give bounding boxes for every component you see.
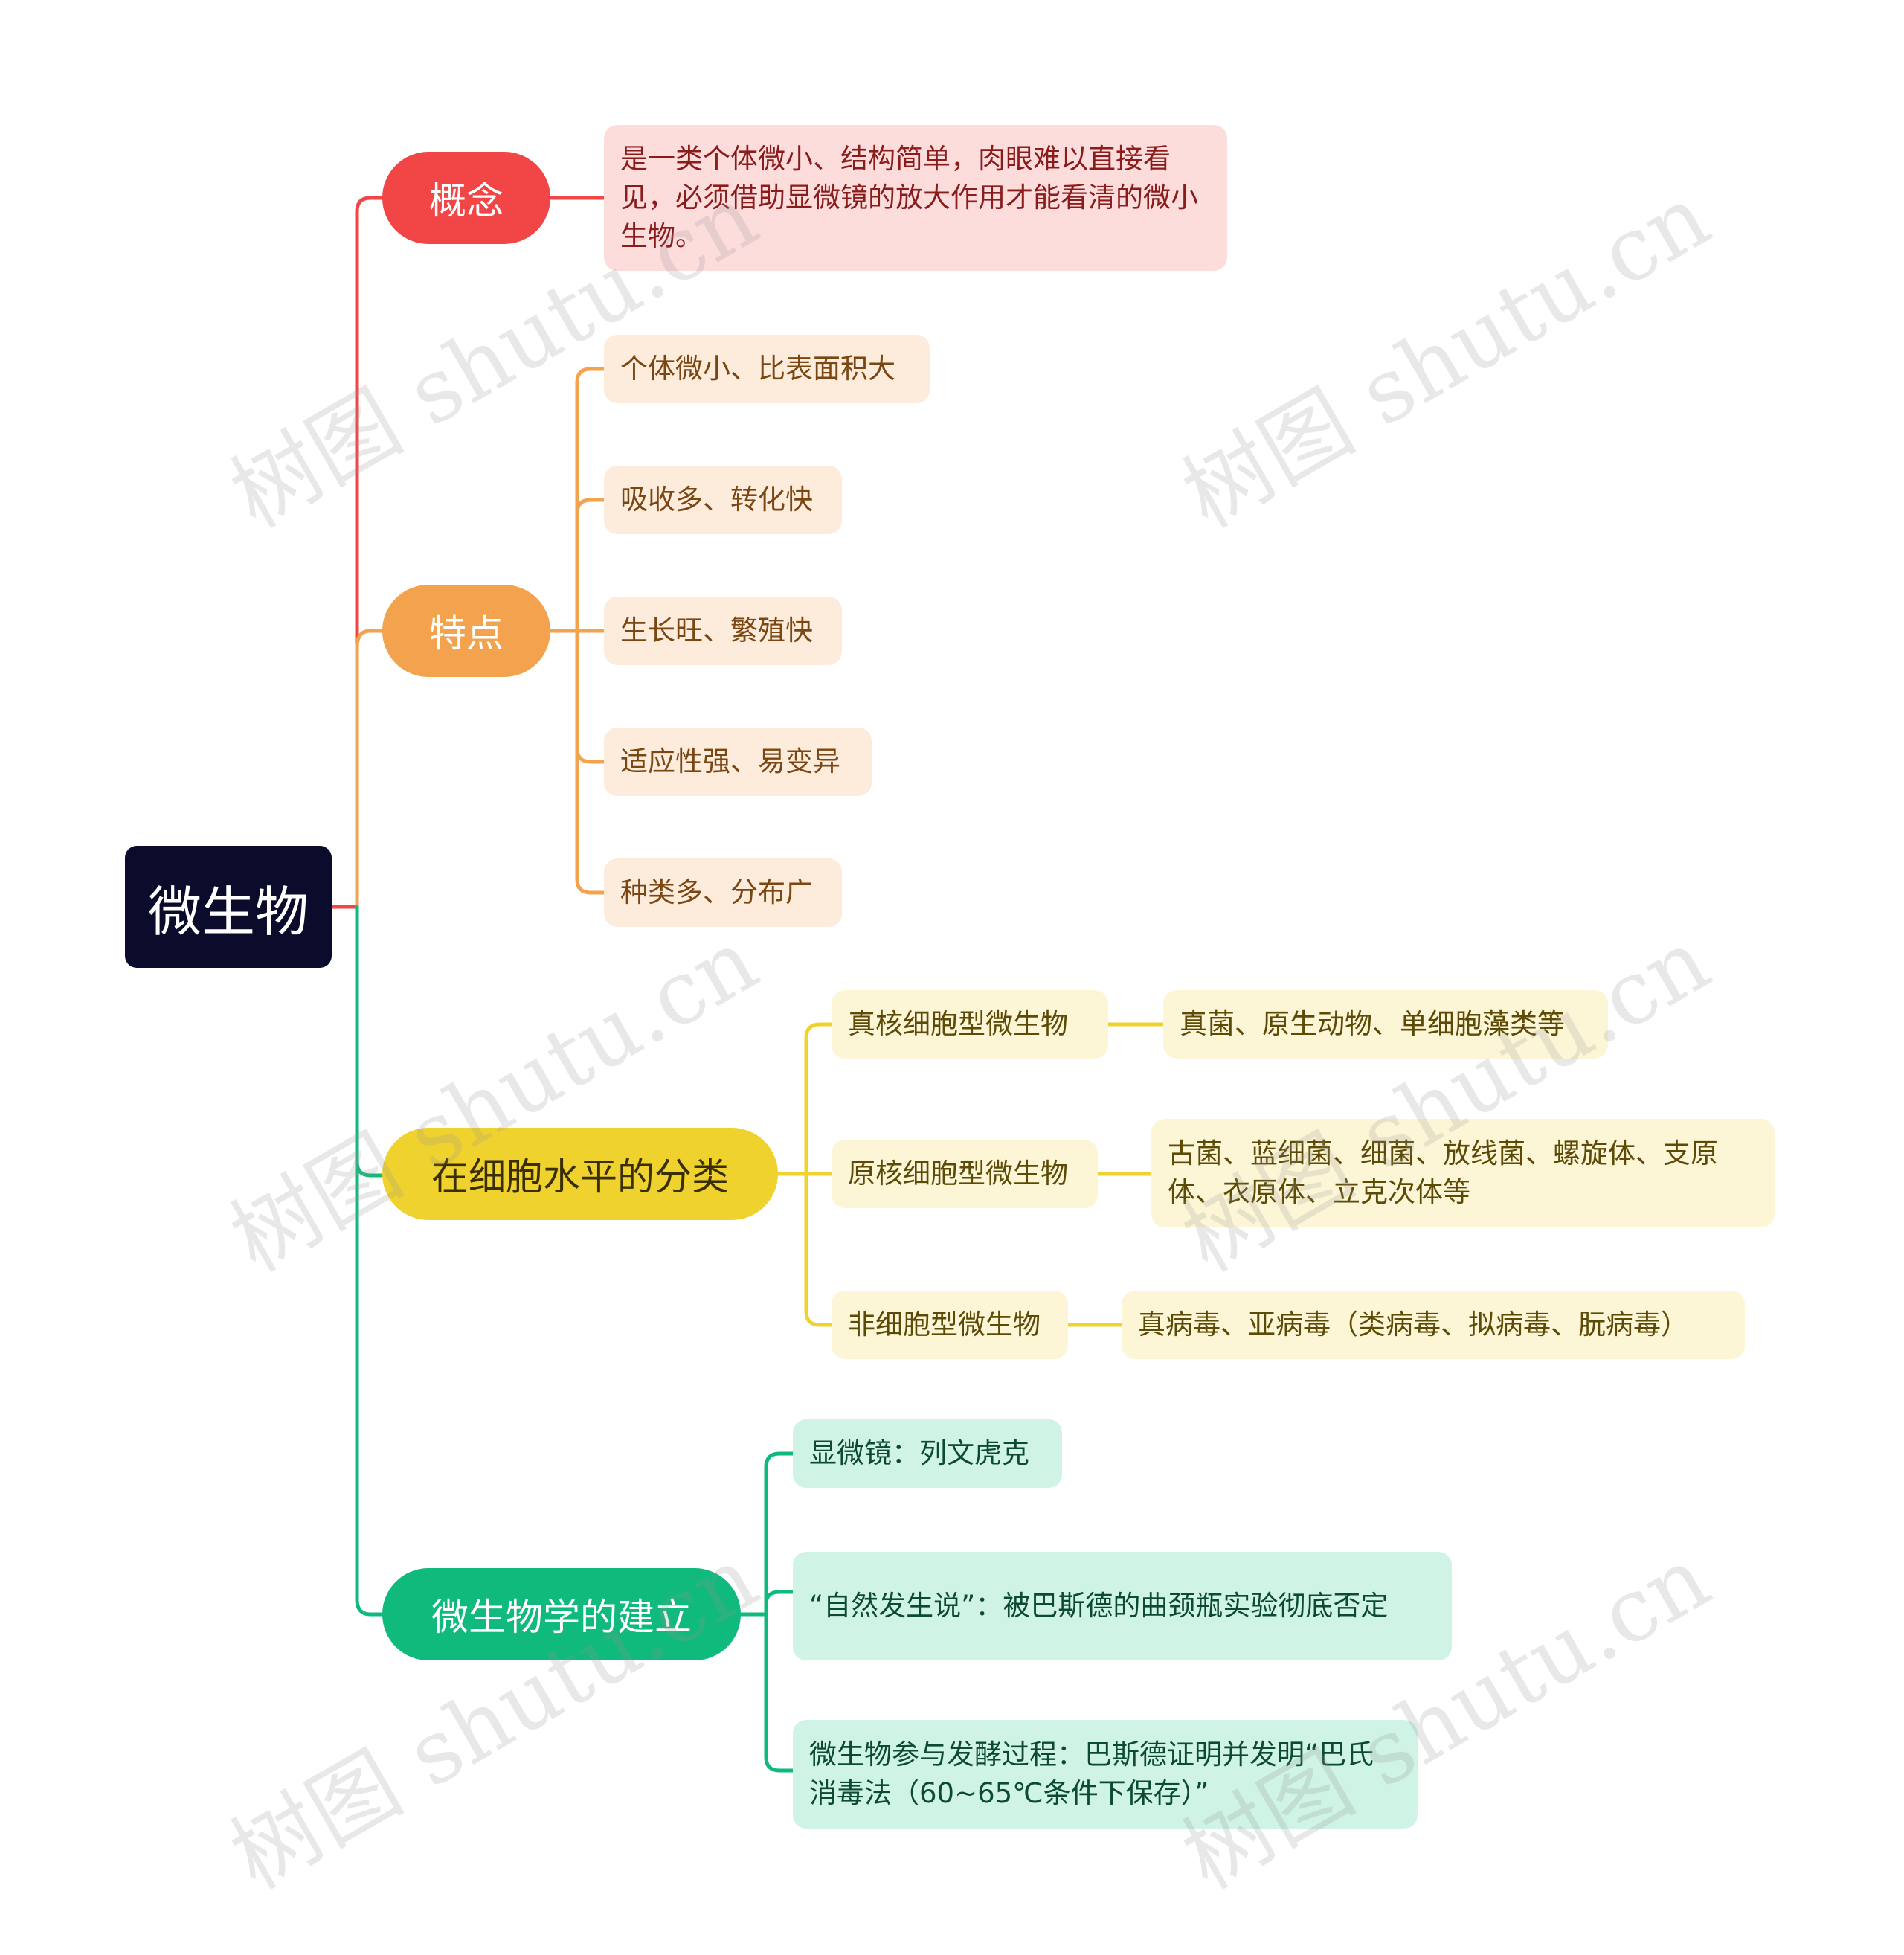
classification-detail-text: 古菌、蓝细菌、细菌、放线菌、螺旋体、支原体、衣原体、立克次体等 [1168,1137,1718,1208]
founding-leaf[interactable]: 显微镜：列文虎克 [793,1419,1062,1488]
founding-leaf-text: 显微镜：列文虎克 [809,1437,1029,1469]
classification-detail[interactable]: 古菌、蓝细菌、细菌、放线菌、螺旋体、支原体、衣原体、立克次体等 [1151,1119,1775,1227]
root-label: 微生物 [147,880,309,943]
feature-leaf-text: 适应性强、易变异 [620,745,840,777]
classification-group-label: 原核细胞型微生物 [848,1158,1068,1190]
connector-founding-2 [764,1590,795,1617]
concept-leaf[interactable]: 是一类个体微小、结构简单，肉眼难以直接看见，必须借助显微镜的放大作用才能看清的微… [604,125,1227,271]
root-node[interactable]: 微生物 [125,846,332,968]
connector-root-founding [355,905,385,1617]
branch-concept-label: 概念 [429,179,504,222]
classification-group-label: 非细胞型微生物 [848,1309,1041,1341]
classification-detail-text: 真病毒、亚病毒（类病毒、拟病毒、朊病毒） [1138,1309,1688,1341]
founding-leaf-text: 微生物参与发酵过程：巴斯德证明并发明“巴氏消毒法（60~65℃条件下保存）” [809,1739,1374,1809]
classification-detail[interactable]: 真菌、原生动物、单细胞藻类等 [1163,990,1608,1059]
feature-leaf-text: 个体微小、比表面积大 [620,353,895,385]
connector-root-concept [329,196,385,909]
classification-group[interactable]: 真核细胞型微生物 [832,990,1108,1059]
connector-class-3 [804,1172,834,1327]
founding-leaf[interactable]: “自然发生说”：被巴斯德的曲颈瓶实验彻底否定 [793,1552,1452,1660]
feature-leaf[interactable]: 吸收多、转化快 [604,466,842,534]
branch-classification-label: 在细胞水平的分类 [431,1155,729,1198]
feature-leaf-text: 种类多、分布广 [620,876,813,908]
founding-leaf[interactable]: 微生物参与发酵过程：巴斯德证明并发明“巴氏消毒法（60~65℃条件下保存）” [793,1720,1418,1829]
classification-group[interactable]: 非细胞型微生物 [832,1291,1068,1359]
concept-leaf-text: 是一类个体微小、结构简单，肉眼难以直接看见，必须借助显微镜的放大作用才能看清的微… [620,143,1198,252]
branch-features-label: 特点 [429,612,504,655]
classification-group-label: 真核细胞型微生物 [848,1008,1068,1040]
branch-founding-label: 微生物学的建立 [431,1596,692,1639]
branch-concept[interactable]: 概念 [382,152,550,244]
branch-features[interactable]: 特点 [382,585,550,677]
feature-leaf[interactable]: 生长旺、繁殖快 [604,597,842,665]
feature-leaf[interactable]: 种类多、分布广 [604,858,842,927]
classification-detail[interactable]: 真病毒、亚病毒（类病毒、拟病毒、朊病毒） [1122,1291,1745,1359]
connector-founding-1 [764,1451,795,1617]
connector-founding-3 [764,1612,795,1773]
connector-feature-4 [575,629,606,764]
branch-classification[interactable]: 在细胞水平的分类 [382,1128,778,1220]
connector-feature-2 [575,498,606,633]
connector-root-features [355,629,385,909]
connector-feature-1 [575,367,606,633]
connector-class-1 [804,1022,834,1176]
founding-leaf-text: “自然发生说”：被巴斯德的曲颈瓶实验彻底否定 [809,1590,1389,1622]
connector-root-classification [355,905,385,1178]
classification-detail-text: 真菌、原生动物、单细胞藻类等 [1180,1008,1565,1040]
classification-group[interactable]: 原核细胞型微生物 [832,1140,1098,1208]
connector-feature-5 [575,629,606,895]
branch-founding[interactable]: 微生物学的建立 [382,1568,741,1660]
feature-leaf-text: 吸收多、转化快 [620,484,813,516]
feature-leaf[interactable]: 适应性强、易变异 [604,728,872,796]
feature-leaf-text: 生长旺、繁殖快 [620,614,813,646]
feature-leaf[interactable]: 个体微小、比表面积大 [604,335,930,403]
